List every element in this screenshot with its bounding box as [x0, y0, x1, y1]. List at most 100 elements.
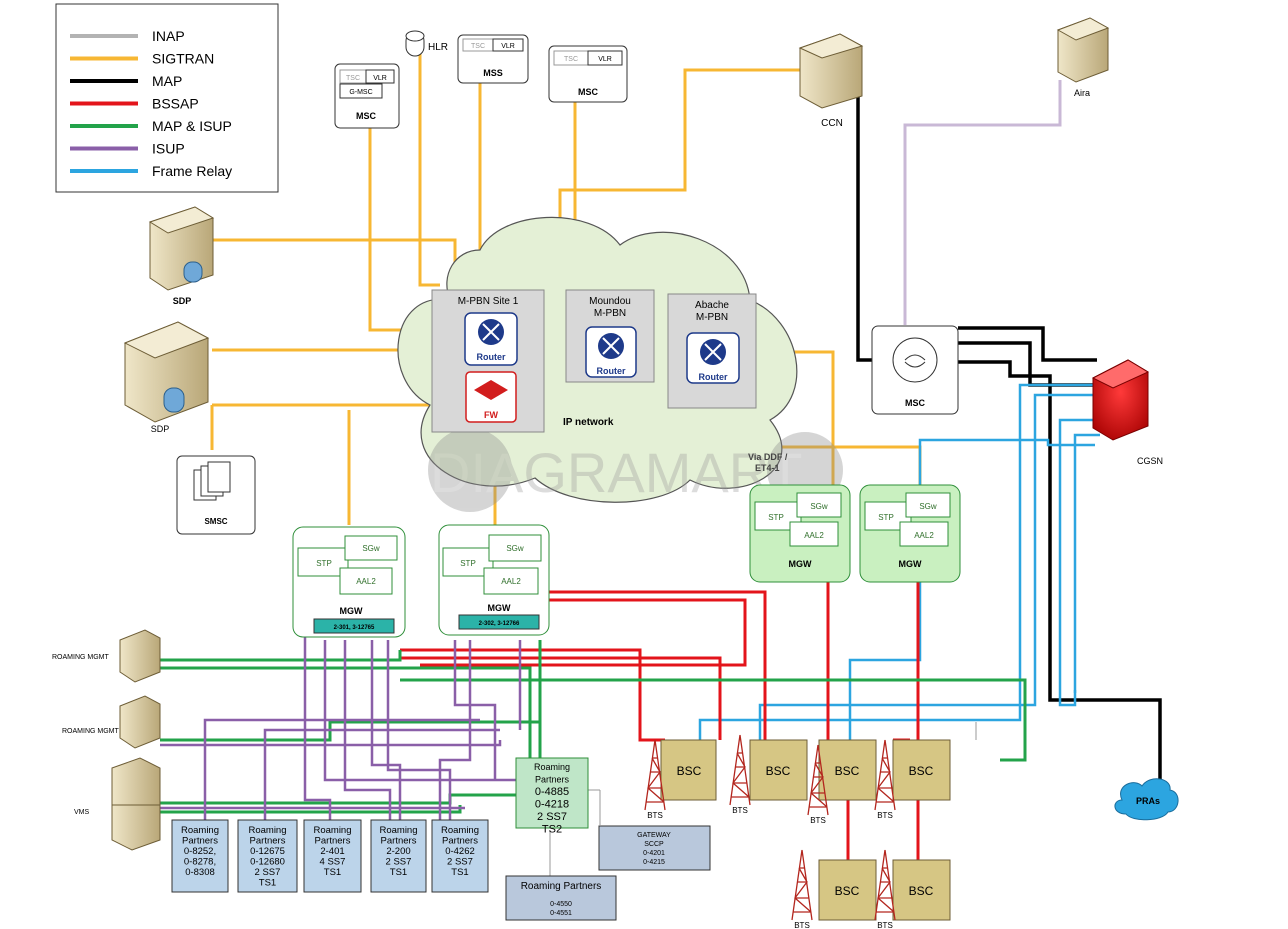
sdp-server-1[interactable]: SDP [148, 206, 215, 306]
isup-lines [160, 635, 522, 820]
mgw-c[interactable]: STP SGw AAL2 MGW [749, 484, 851, 583]
et4-label: ET4-1 [755, 463, 780, 473]
bts-tower[interactable]: BTS [791, 849, 813, 929]
partner-line: 0-12675 [250, 846, 285, 857]
sdp-label: SDP [151, 424, 170, 434]
cloud-label: IP network [563, 417, 614, 428]
msc-top-right[interactable]: TSC VLR MSC [548, 45, 628, 103]
sgw-label: SGw [810, 502, 828, 511]
sdp-server-2[interactable]: SDP [123, 321, 210, 434]
partner-line: 0-12680 [250, 857, 285, 868]
ccn-server[interactable]: CCN [798, 33, 864, 129]
legend-label: BSSAP [152, 96, 199, 112]
partner-bottom-line: 0-4551 [550, 910, 572, 917]
mpbn-abache[interactable]: Abache M-PBN Router [667, 293, 757, 409]
mpbn-site1[interactable]: M-PBN Site 1 Router FW [431, 289, 545, 433]
bsc-box[interactable]: BSC [892, 859, 951, 921]
sgw-label: SGw [506, 544, 524, 553]
pras-cloud[interactable]: PRAs [1114, 778, 1179, 821]
bts-label: BTS [877, 811, 893, 820]
sdp-label: SDP [173, 296, 192, 306]
bts-label: BTS [794, 921, 810, 929]
antenna-icon [729, 734, 751, 806]
partner-line: 2 SS7 [255, 867, 281, 878]
mgw-b[interactable]: STP SGw AAL2 MGW 2-302, 3-12766 [438, 524, 550, 636]
roaming-partner-bottom[interactable]: Roaming Partners 0-4550 0-4551 [505, 875, 617, 921]
antenna-icon [874, 739, 896, 811]
firewall-icon [474, 380, 508, 400]
site1-title: M-PBN Site 1 [458, 296, 519, 307]
legend-label: INAP [152, 28, 185, 44]
partner-green-line: TS2 [542, 824, 562, 836]
mss[interactable]: TSC VLR MSS [457, 34, 529, 84]
bts-tower[interactable]: BTS [807, 744, 829, 825]
cgsn-server[interactable]: CGSN [1091, 359, 1163, 466]
smsc[interactable]: SMSC [176, 455, 256, 535]
database-icon [163, 387, 185, 413]
bts-label: BTS [732, 806, 748, 815]
legend-label: MAP & ISUP [152, 118, 232, 134]
partner-line: 0-4262 [445, 846, 475, 857]
mgw-d[interactable]: STP SGw AAL2 MGW [859, 484, 961, 583]
partner-line: TS1 [451, 867, 468, 878]
aal2-label: AAL2 [501, 577, 521, 586]
msc-right[interactable]: MSC [871, 325, 959, 415]
legend-item: SIGTRAN [70, 51, 214, 67]
roaming-mgmt-server-2[interactable]: ROAMING MGMT [62, 695, 161, 749]
partner-line: Roaming [313, 825, 351, 836]
vms-label: VMS [74, 809, 90, 816]
msc-top-left[interactable]: TSC VLR G-MSC MSC [334, 63, 400, 129]
bsc-label: BSC [766, 764, 791, 778]
msc-label: MSC [578, 87, 599, 97]
aal2-label: AAL2 [914, 531, 934, 540]
bts-tower[interactable]: BTS [644, 739, 666, 820]
tsc-label: TSC [346, 75, 360, 82]
abache-title1: Abache [695, 300, 729, 311]
roaming-mgmt-label: ROAMING MGMT [62, 728, 119, 735]
bts-tower[interactable]: BTS [729, 734, 751, 815]
roaming-mgmt-server-1[interactable]: ROAMING MGMT [52, 629, 161, 683]
mgw-label: MGW [789, 559, 812, 569]
partner-bottom-title: Roaming Partners [521, 881, 602, 892]
legend-item: INAP [70, 28, 185, 44]
bsc-label: BSC [835, 764, 860, 778]
legend-item: BSSAP [70, 96, 199, 112]
frame-relay-lines [698, 383, 1100, 740]
aira-server[interactable]: Aira [1056, 17, 1110, 98]
bts-tower[interactable]: BTS [874, 849, 896, 929]
partner-line: 0-8252, [184, 846, 216, 857]
vms-server[interactable]: VMS [74, 757, 161, 851]
mpbn-moundou[interactable]: Moundou M-PBN Router [565, 289, 655, 383]
bsc-box[interactable]: BSC [749, 739, 808, 801]
bts-group: BTS BTS BTS BTS BTS BTS [644, 734, 896, 929]
bsc-box[interactable]: BSC [818, 739, 877, 801]
moundou-router-label: Router [597, 366, 626, 376]
partner-bottom-line: 0-4550 [550, 901, 572, 908]
tsc-label: TSC [564, 56, 578, 63]
bts-label: BTS [810, 816, 826, 825]
gateway-line: 0-4215 [643, 859, 665, 866]
partner-line: Roaming [181, 825, 219, 836]
pras-label: PRAs [1136, 796, 1160, 806]
hlr[interactable]: HLR [405, 30, 448, 57]
bsc-box[interactable]: BSC [892, 739, 951, 801]
bts-tower[interactable]: BTS [874, 739, 896, 820]
map-lines [850, 88, 1162, 795]
mgw-a[interactable]: STP SGw AAL2 MGW 2-301, 3-12765 [292, 526, 406, 638]
bsc-box[interactable]: BSC [660, 739, 717, 801]
mgw-label: MGW [340, 606, 363, 616]
legend-item: Frame Relay [70, 163, 232, 179]
partner-line: Roaming [379, 825, 417, 836]
via-ddf-label: Via DDF / [748, 452, 788, 462]
watermark: DIAGRAMART [428, 428, 843, 512]
watermark-text: DIAGRAMART [430, 441, 802, 504]
bsc-box[interactable]: BSC [818, 859, 877, 921]
